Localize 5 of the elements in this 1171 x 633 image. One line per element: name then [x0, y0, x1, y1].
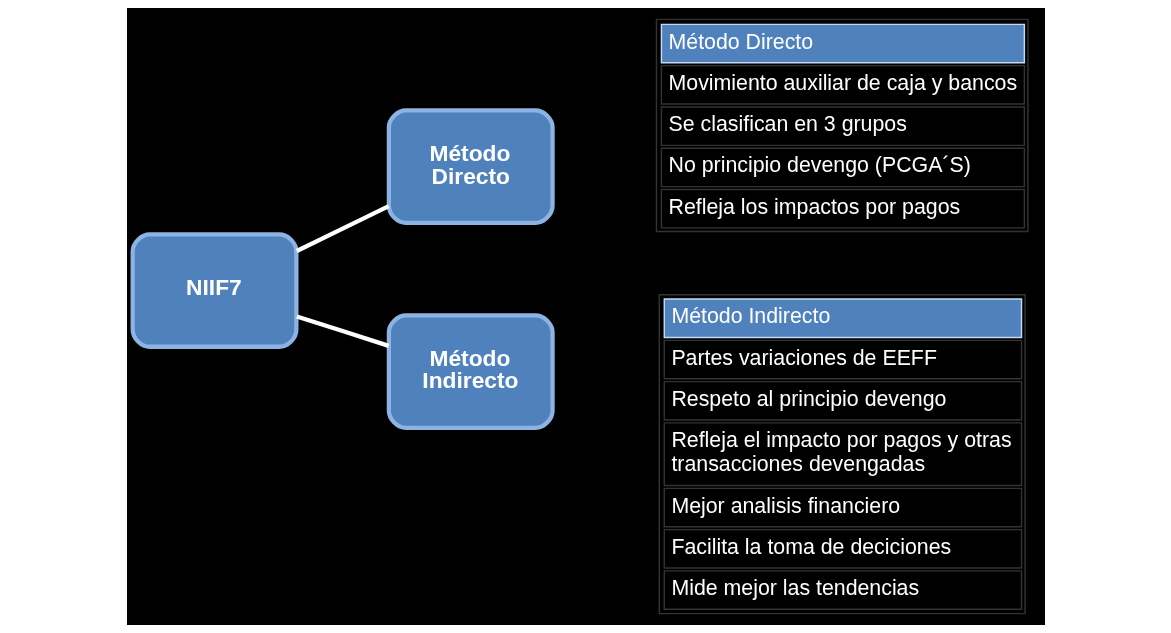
connector: [295, 204, 390, 253]
node-box: NIIF7: [130, 232, 298, 349]
node-box: Método Indirecto: [386, 313, 555, 430]
connector: [295, 314, 389, 348]
node-box: Método Directo: [386, 108, 555, 226]
